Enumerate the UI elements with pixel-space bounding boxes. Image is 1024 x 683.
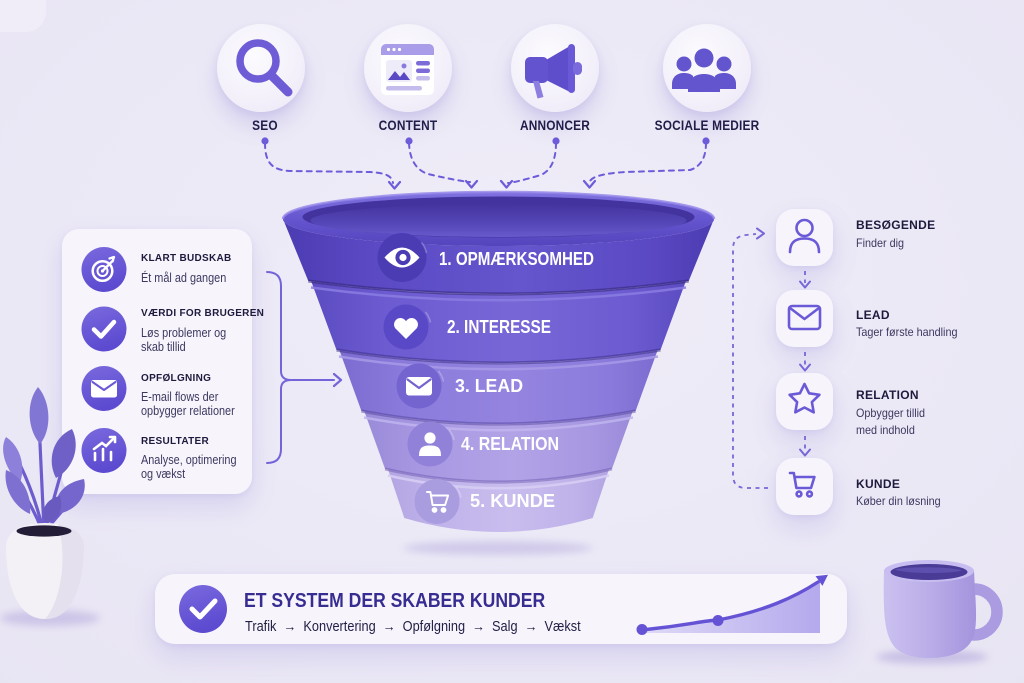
svg-text:2. INTERESSE: 2. INTERESSE bbox=[447, 317, 551, 337]
svg-text:3. LEAD: 3. LEAD bbox=[455, 376, 523, 396]
svg-text:4. RELATION: 4. RELATION bbox=[461, 434, 559, 454]
svg-text:1. OPMÆRKSOMHED: 1. OPMÆRKSOMHED bbox=[439, 249, 594, 269]
svg-text:5. KUNDE: 5. KUNDE bbox=[470, 491, 555, 511]
